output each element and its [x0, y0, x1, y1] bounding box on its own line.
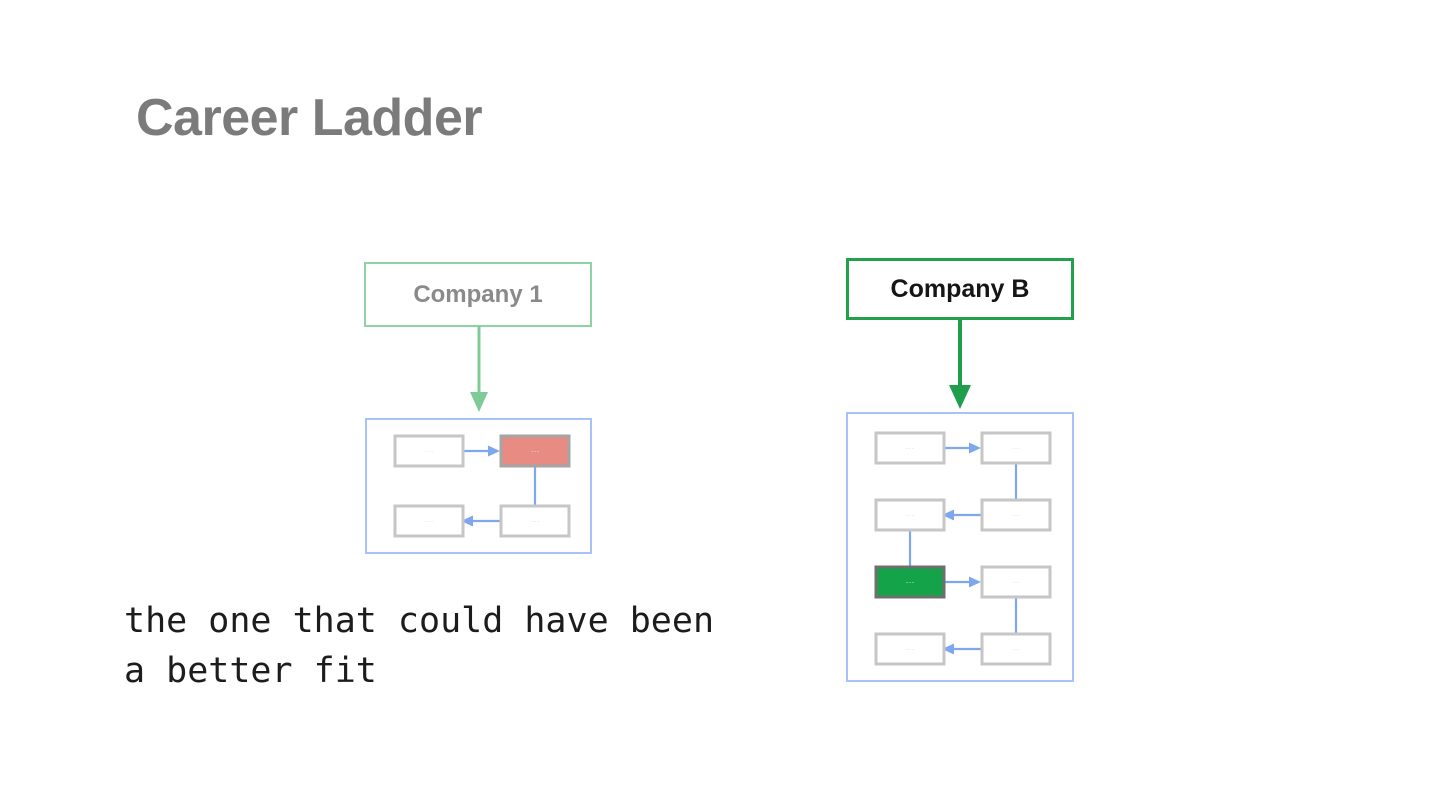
- diagram-node-highlighted[interactable]: ···: [499, 434, 571, 468]
- company-right-connector-arrow: [949, 319, 971, 409]
- svg-text:···: ···: [906, 443, 915, 453]
- company-card-right[interactable]: Company B: [846, 258, 1074, 320]
- svg-text:···: ···: [906, 644, 915, 654]
- diagram-panel-right[interactable]: ··· ··· ··· ··· ··· ···: [846, 412, 1074, 682]
- svg-text:···: ···: [1012, 443, 1021, 453]
- svg-text:···: ···: [425, 446, 434, 456]
- diagram-node[interactable]: ···: [874, 632, 946, 666]
- diagram-node[interactable]: ···: [499, 504, 571, 538]
- diagram-node[interactable]: ···: [980, 431, 1052, 465]
- diagram-node-highlighted[interactable]: ···: [874, 565, 946, 599]
- svg-text:···: ···: [1012, 644, 1021, 654]
- svg-text:···: ···: [425, 516, 434, 526]
- svg-text:···: ···: [531, 516, 540, 526]
- company-left-connector-arrow: [470, 326, 488, 412]
- diagram-node[interactable]: ···: [980, 565, 1052, 599]
- diagram-node[interactable]: ···: [393, 504, 465, 538]
- diagram-panel-left[interactable]: ··· ··· ··· ···: [365, 418, 592, 554]
- diagram-left-nodes: ··· ··· ··· ···: [393, 434, 571, 538]
- diagram-node[interactable]: ···: [874, 498, 946, 532]
- svg-text:···: ···: [906, 510, 915, 520]
- page-title: Career Ladder: [136, 89, 483, 147]
- company-right-label: Company B: [890, 274, 1030, 303]
- diagram-node[interactable]: ···: [980, 498, 1052, 532]
- company-card-left[interactable]: Company 1: [364, 262, 592, 327]
- diagram-right-graph: ··· ··· ··· ··· ··· ···: [874, 431, 1052, 666]
- diagram-left-graph: ··· ··· ··· ···: [393, 434, 571, 538]
- diagram-node[interactable]: ···: [393, 434, 465, 468]
- svg-text:···: ···: [906, 577, 915, 587]
- diagram-right-nodes: ··· ··· ··· ··· ··· ···: [874, 431, 1052, 666]
- svg-text:···: ···: [531, 446, 540, 456]
- company-left-label: Company 1: [413, 280, 543, 308]
- diagram-node[interactable]: ···: [980, 632, 1052, 666]
- diagram-right-edges: [904, 442, 1022, 655]
- caption-text: the one that could have been a better fi…: [124, 601, 715, 691]
- svg-text:···: ···: [1012, 577, 1021, 587]
- diagram-node[interactable]: ···: [874, 431, 946, 465]
- svg-text:···: ···: [1012, 510, 1021, 520]
